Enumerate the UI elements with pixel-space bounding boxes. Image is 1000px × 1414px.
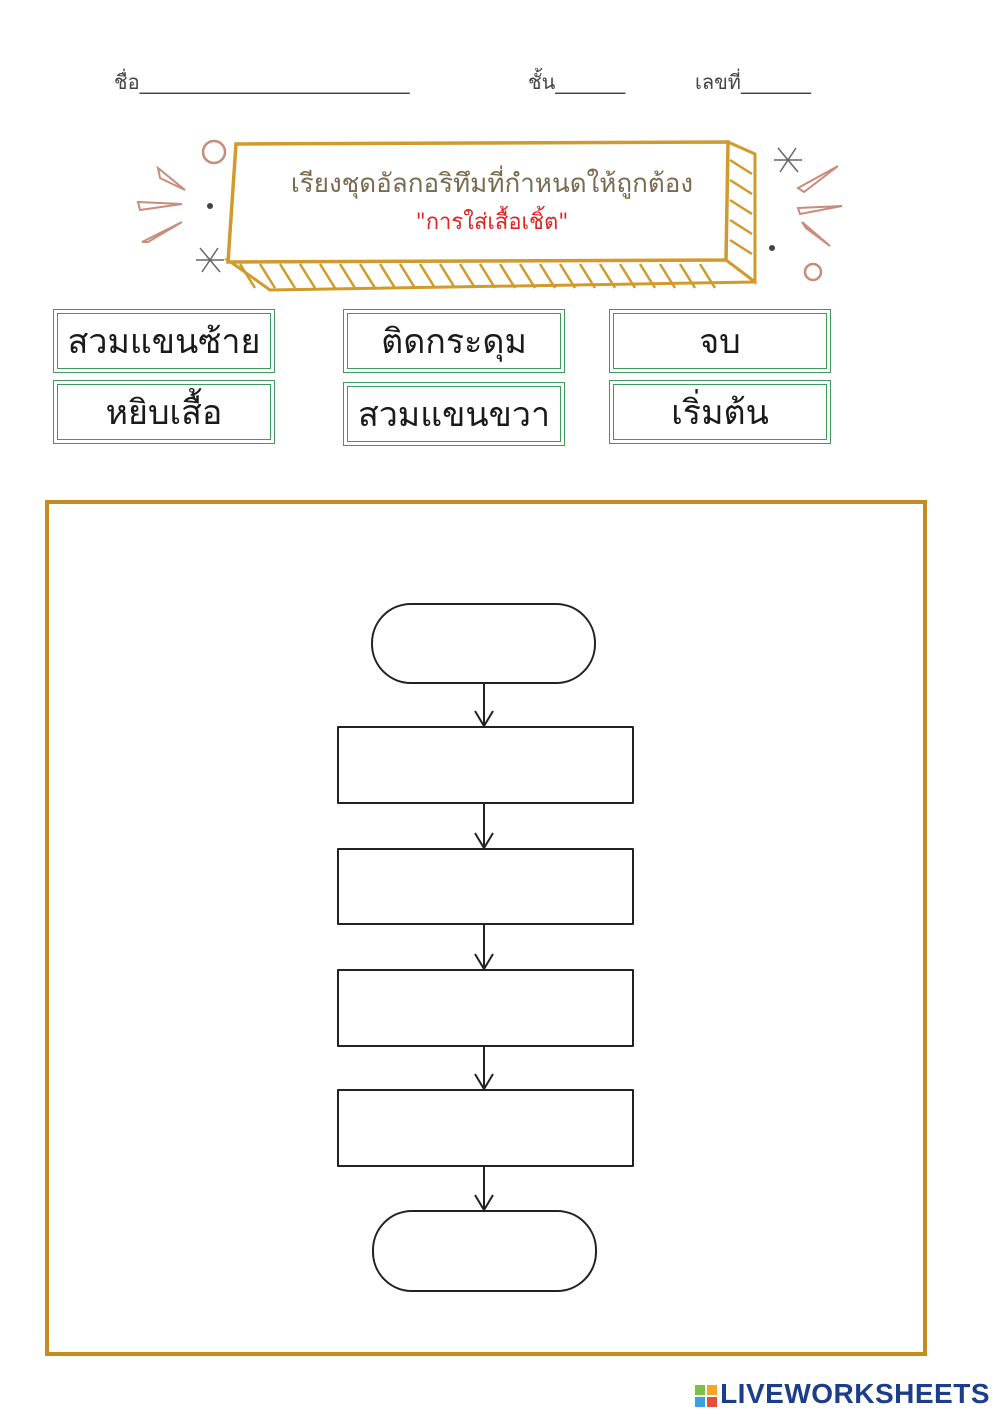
number-field-label: เลขที่_______ <box>695 70 811 94</box>
sparkle-decoration <box>774 147 802 173</box>
circle-decoration <box>803 262 823 282</box>
answer-card-button-up[interactable]: ติดกระดุม <box>343 309 565 373</box>
flowchart-step-2[interactable] <box>337 848 634 925</box>
answer-card-end[interactable]: จบ <box>609 309 831 373</box>
banner-hatch <box>238 158 753 289</box>
flowchart-start-terminal[interactable] <box>371 603 596 684</box>
liveworksheets-brand: LIVEWORKSHEETS <box>695 1378 990 1410</box>
name-field-label: ชื่อ___________________________ <box>114 70 410 94</box>
class-field-label: ชั้น_______ <box>528 70 626 94</box>
answer-card-pick-shirt[interactable]: หยิบเสื้อ <box>53 380 275 444</box>
flowchart-frame <box>45 500 927 1356</box>
answer-card-left-arm[interactable]: สวมแขนซ้าย <box>53 309 275 373</box>
flowchart-end-terminal[interactable] <box>372 1210 597 1292</box>
flowchart-step-1[interactable] <box>337 726 634 804</box>
instruction-title: เรียงชุดอัลกอริทึมที่กำหนดให้ถูกต้อง <box>290 169 694 199</box>
sparkle-decoration <box>196 247 224 273</box>
answer-card-right-arm[interactable]: สวมแขนขวา <box>343 382 565 446</box>
circle-decoration <box>201 139 227 165</box>
answer-card-start[interactable]: เริ่มต้น <box>609 380 831 444</box>
flowchart-step-3[interactable] <box>337 969 634 1047</box>
activity-title: "การใส่เสื้อเชิ้ต" <box>415 210 569 235</box>
brand-name: LIVEWORKSHEETS <box>720 1378 990 1409</box>
flowchart-step-4[interactable] <box>337 1089 634 1167</box>
title-banner <box>136 139 843 292</box>
liveworksheets-logo-icon <box>695 1384 718 1407</box>
